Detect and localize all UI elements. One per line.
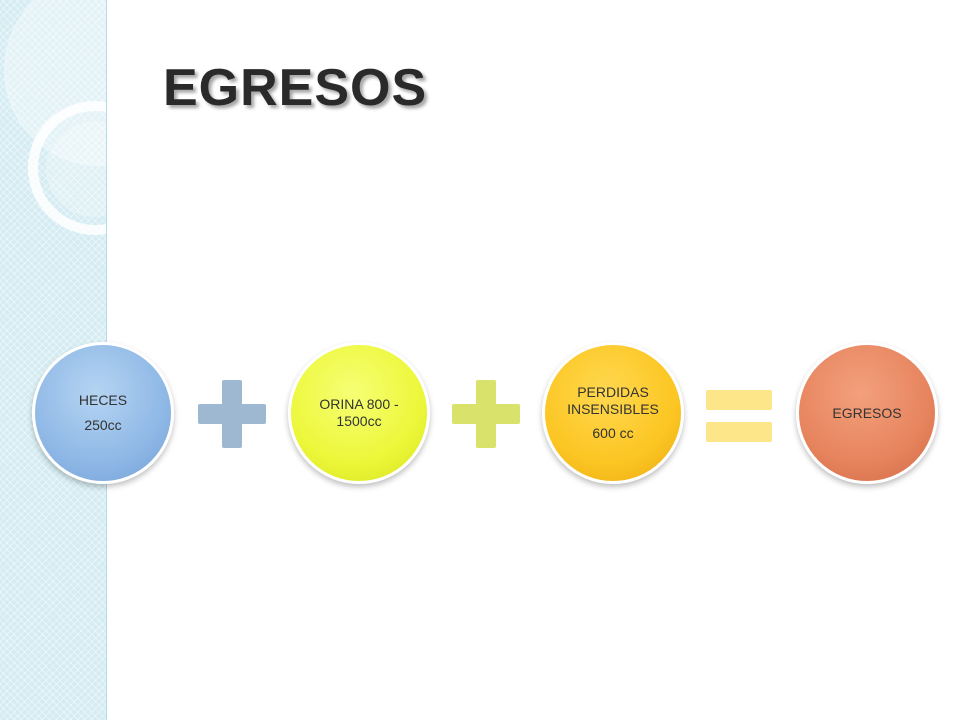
- egresos-label: EGRESOS: [832, 404, 902, 421]
- heces-label: HECES: [78, 392, 128, 409]
- plus-icon: [452, 380, 520, 448]
- decorative-circles: [4, 0, 106, 235]
- orina-label: ORINA 800 -: [319, 396, 399, 413]
- egresos-circle: EGRESOS: [796, 342, 938, 484]
- slide-title: EGRESOS: [163, 59, 428, 117]
- orina-circle: ORINA 800 - 1500cc: [288, 342, 430, 484]
- perdidas-label: PERDIDAS INSENSIBLES: [567, 383, 659, 417]
- equals-icon: [706, 390, 772, 442]
- orina-value: 1500cc: [336, 413, 382, 429]
- perdidas-circle: PERDIDAS INSENSIBLES 600 cc: [542, 342, 684, 484]
- heces-value: 250cc: [84, 417, 122, 433]
- plus-icon: [198, 380, 266, 448]
- heces-circle: HECES 250cc: [32, 342, 174, 484]
- perdidas-value: 600 cc: [592, 425, 634, 442]
